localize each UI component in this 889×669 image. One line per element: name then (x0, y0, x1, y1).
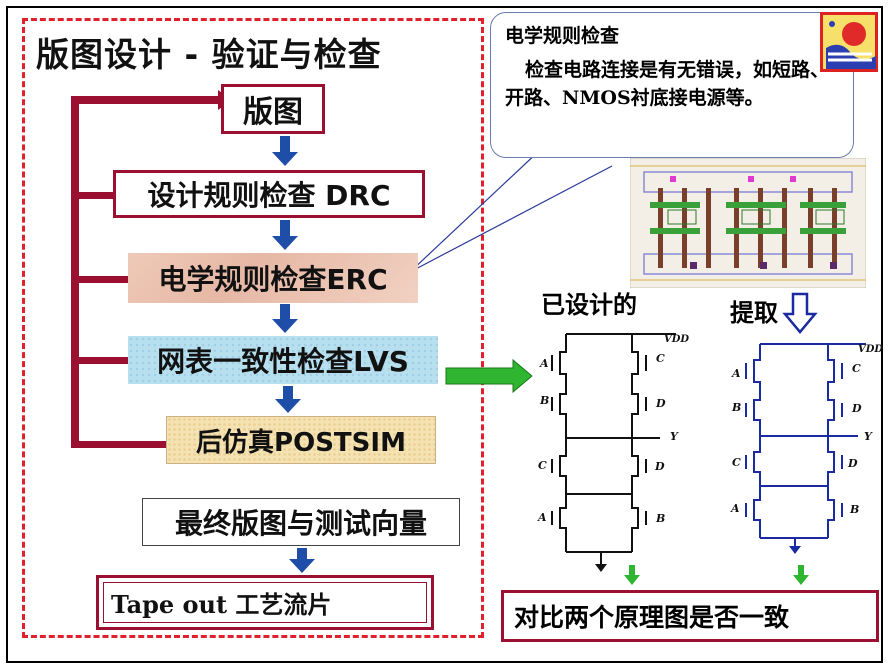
label-c-2: C (538, 459, 547, 472)
label-d-1: D (655, 397, 666, 410)
label-a-1: A (539, 357, 549, 370)
flow-step-postsim: 后仿真POSTSIM (166, 416, 436, 464)
callout-body: 检查电路连接是有无错误，如短路、开路、NMOS衬底接电源等。 (505, 59, 830, 109)
flow-step-final: 最终版图与测试向量 (142, 498, 460, 546)
label-c-4: C (732, 456, 741, 469)
tapeout-label: Tape out 工艺流片 (111, 590, 332, 619)
erc-callout: 电学规则检查 检查电路连接是有无错误，如短路、开路、NMOS衬底接电源等。 (490, 12, 854, 158)
label-a-2: A (537, 511, 547, 524)
label-b-4: B (849, 503, 859, 516)
label-y-1: Y (670, 430, 679, 443)
extracted-schematic-label: 提取 (730, 299, 778, 327)
flow-step-layout: 版图 (221, 84, 325, 134)
label-b-3: B (731, 401, 741, 414)
label-b-2: B (655, 512, 665, 525)
flow-step-erc: 电学规则检查ERC (128, 253, 418, 303)
label-y-2: Y (864, 430, 873, 443)
flow-step-drc: 设计规则检查 DRC (113, 170, 425, 218)
label-a-3: A (731, 367, 741, 380)
designed-schematic-label: 已设计的 (541, 291, 637, 319)
compare-schematics-box: 对比两个原理图是否一致 (501, 590, 879, 642)
label-a-4: A (730, 502, 740, 515)
label-d-2: D (654, 460, 665, 473)
decorative-clipart-icon (820, 12, 878, 72)
slide-frame (6, 6, 883, 663)
label-vdd-2: VDD (858, 344, 883, 355)
label-b-1: B (539, 394, 549, 407)
flow-step-tapeout: Tape out 工艺流片 (96, 575, 434, 630)
flow-dashed-border (22, 18, 484, 638)
label-d-3: D (851, 402, 862, 415)
label-c-3: C (852, 362, 861, 375)
label-d-4: D (847, 457, 858, 470)
layout-thumbnail (630, 158, 866, 288)
slide-title: 版图设计 - 验证与检查 (36, 35, 382, 74)
callout-heading: 电学规则检查 (505, 25, 620, 47)
label-c-1: C (656, 352, 665, 365)
label-vdd-1: VDD (664, 334, 689, 345)
flow-step-lvs: 网表一致性检查LVS (128, 336, 438, 384)
